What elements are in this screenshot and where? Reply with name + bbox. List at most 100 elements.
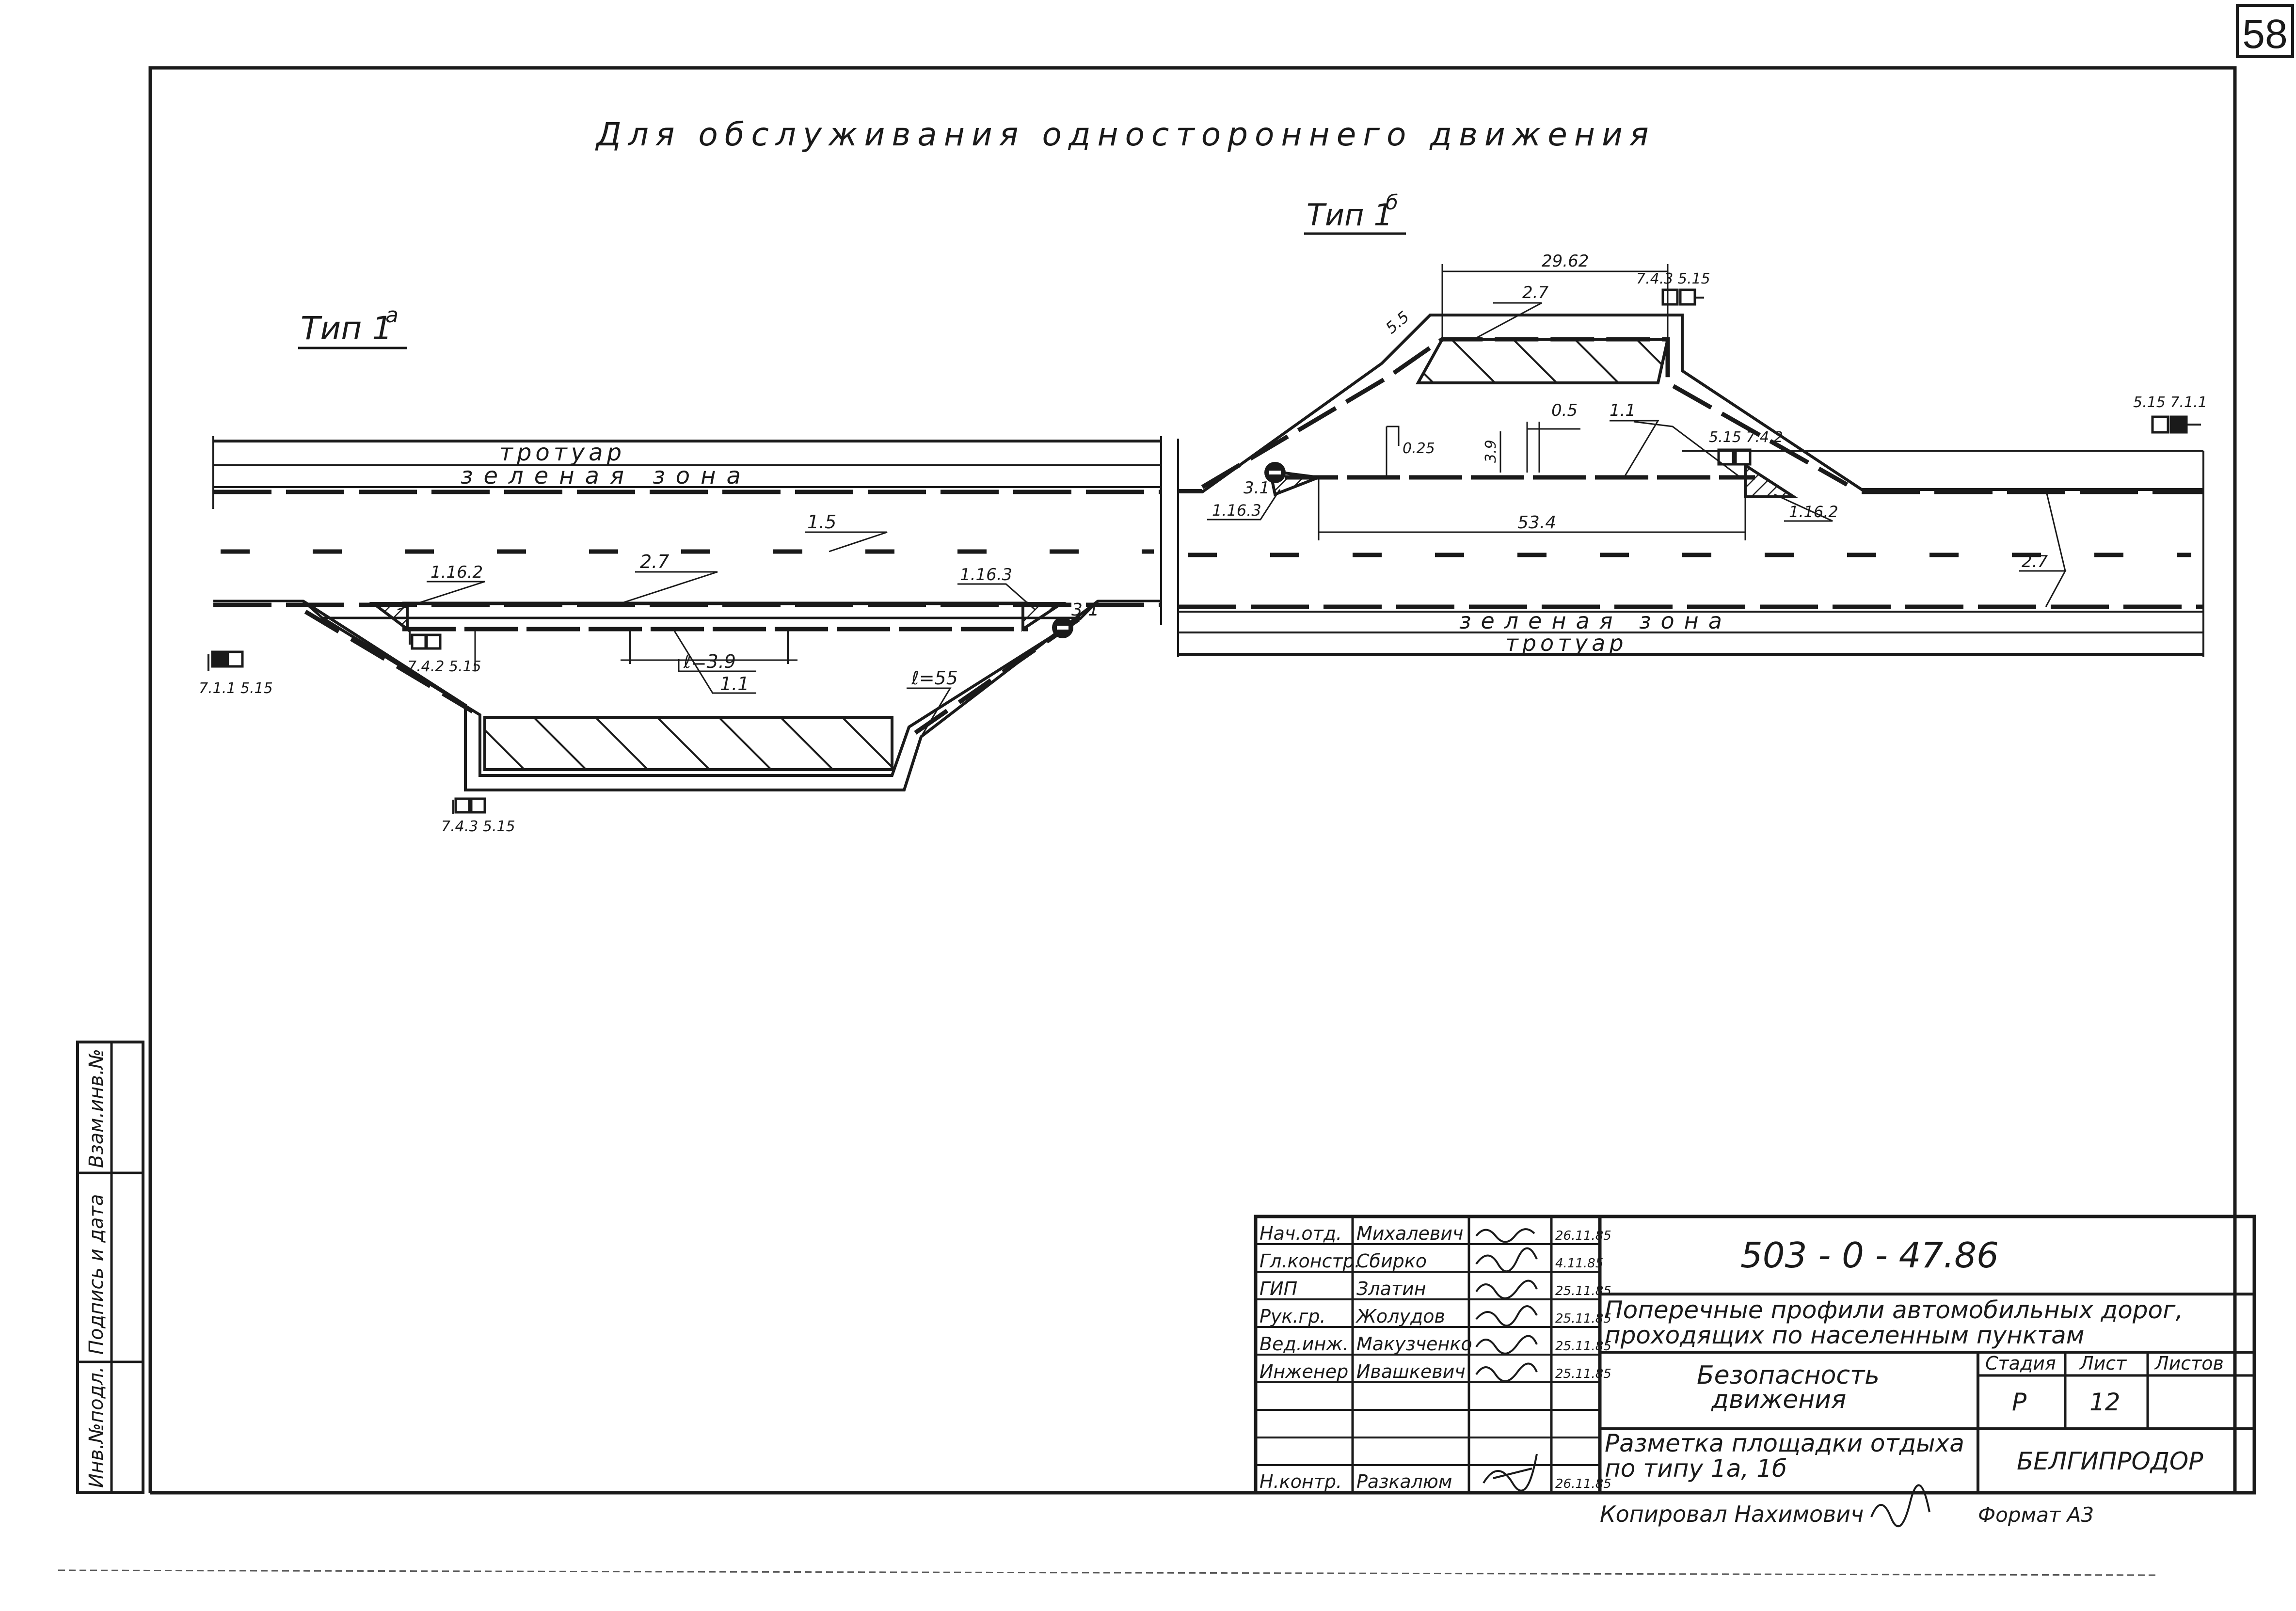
right-sign-3-1-label: 3.1: [1244, 478, 1270, 498]
right-label-1-16-2: 1.16.2: [1789, 503, 1838, 521]
left-sign-bottom-codes: 7.4.3 5.15: [441, 818, 515, 835]
stamp-inv: Инв.№подл.: [85, 1366, 108, 1488]
tb-section-line1: Безопасность: [1697, 1361, 1880, 1390]
tb-name-4: Макузченко: [1356, 1333, 1472, 1355]
sheet-number: 58: [2236, 4, 2294, 58]
right-plan: Тип 1 б зеленая зона тротуар 3.1: [1177, 190, 2207, 657]
left-island-1-16-2: [369, 602, 409, 632]
right-sidewalk-label: тротуар: [1505, 630, 1627, 656]
drawing-title: Для обслуживания одностороннего движения: [595, 116, 1656, 153]
right-label-1-16-3: 1.16.3: [1212, 501, 1261, 520]
tb-org: БЕЛГИПРОДОР: [2017, 1447, 2203, 1475]
left-sign-3-1-label: 3.1: [1071, 600, 1099, 620]
right-leader-2-7-a: [2045, 489, 2066, 571]
right-dim-39: 3.9: [1483, 440, 1499, 463]
right-type-superscript: б: [1386, 190, 1398, 214]
right-sign-right-codes: 5.15 7.1.1: [2133, 394, 2207, 411]
right-dim-05: 0.5: [1551, 401, 1578, 420]
left-sign-left-codes: 7.1.1 5.15: [199, 680, 273, 697]
stamp-sign-date: Подпись и дата: [85, 1194, 108, 1355]
left-type-label: Тип 1: [301, 310, 392, 347]
tb-name-2: Златин: [1356, 1278, 1426, 1299]
right-sign-group-right: 5.15 7.1.1: [2133, 394, 2207, 434]
left-type-superscript: а: [385, 303, 399, 328]
left-leader-l39: [678, 659, 756, 672]
left-label-l55: ℓ=55: [911, 667, 958, 689]
left-sidewalk-label: тротуар: [499, 439, 625, 466]
tb-date-3: 25.11.85: [1555, 1311, 1611, 1326]
left-label-1-5: 1.5: [807, 511, 836, 533]
right-island-1-16-2: [1744, 462, 1799, 498]
tb-date-5: 25.11.85: [1555, 1367, 1611, 1381]
left-leader-1-16-3: [957, 583, 1036, 611]
left-road-bottom-edge: [213, 600, 1161, 619]
left-leader-1-1: [673, 630, 756, 694]
left-plan: Тип 1 а тротуар зеленая зона 3.1: [199, 303, 1162, 835]
left-leader-l55: [907, 687, 952, 737]
tb-project-line1: Поперечные профили автомобильных дорог,: [1605, 1296, 2183, 1324]
tb-role-4: Вед.инж.: [1260, 1333, 1349, 1355]
tb-sheet-label: Лист: [2079, 1353, 2127, 1374]
tb-name-1: Сбирко: [1356, 1250, 1427, 1272]
right-sign-mid-codes: 5.15 7.4.2: [1709, 429, 1783, 446]
tb-role-0: Нач.отд.: [1260, 1223, 1342, 1244]
right-sign-top-codes: 7.4.3 5.15: [1636, 270, 1710, 287]
tb-date-4: 25.11.85: [1555, 1339, 1611, 1354]
right-leader-1-1: [1610, 420, 1659, 478]
side-stamp: Взам.инв.№ Подпись и дата Инв.№подл.: [76, 1041, 144, 1494]
right-dim-025: 0.25: [1403, 440, 1435, 457]
left-sign-group-top: 7.4.2 5.15: [407, 630, 481, 675]
tb-drawing-line1: Разметка площадки отдыха: [1605, 1429, 1964, 1457]
tb-stage-label: Стадия: [1985, 1353, 2056, 1374]
left-sign-3-1-bar: [1057, 626, 1068, 630]
left-sign-group-left: 7.1.1 5.15: [199, 650, 273, 697]
right-sign-3-1-bar: [1269, 471, 1281, 474]
tb-name-9: Разкалюм: [1356, 1471, 1452, 1492]
left-label-1-1: 1.1: [720, 673, 749, 695]
left-island-1-16-3: [1021, 602, 1067, 632]
right-dim-025-leader: [1387, 426, 1400, 446]
format-label: Формат А3: [1978, 1503, 2094, 1527]
tb-drawing-line2: по типу 1а, 1б: [1605, 1454, 1787, 1483]
right-leader-2-7-top: [1473, 302, 1542, 340]
right-dim-55: 5.5: [1382, 307, 1413, 337]
stamp-vzam: Взам.инв.№: [85, 1049, 108, 1168]
right-sign-group-top: 7.4.3 5.15: [1636, 270, 1710, 306]
tb-role-5: Инженер: [1260, 1361, 1348, 1382]
right-label-1-1: 1.1: [1610, 401, 1636, 420]
title-block: Нач.отд. Михалевич 26.11.85 Гл.констр. С…: [1254, 1215, 2256, 1495]
tb-role-1: Гл.констр.: [1260, 1250, 1360, 1272]
left-label-1-16-2: 1.16.2: [430, 563, 483, 582]
left-label-2-7: 2.7: [640, 551, 669, 572]
right-leader-2-7-bottom: [2019, 570, 2067, 607]
tb-date-1: 4.11.85: [1555, 1256, 1603, 1271]
tb-project-line2: проходящих по населенным пунктам: [1605, 1321, 2085, 1349]
right-label-2-7-top: 2.7: [1522, 283, 1548, 302]
right-leader-1-16-2: [1774, 493, 1833, 522]
tb-date-0: 26.11.85: [1555, 1229, 1611, 1243]
tb-name-0: Михалевич: [1356, 1223, 1463, 1244]
right-top-road-edge: [1178, 314, 2203, 493]
sheet-bottom-line: [58, 1569, 2158, 1576]
tb-name-3: Жолудов: [1355, 1306, 1445, 1327]
signatures: [1475, 1228, 1538, 1492]
left-sign-group-bottom: 7.4.3 5.15: [441, 797, 515, 835]
right-green-zone-label: зеленая зона: [1459, 608, 1732, 634]
left-label-l39: ℓ=3.9: [683, 651, 736, 672]
left-leader-1-16-2: [397, 581, 485, 611]
copied-by-signature: [1870, 1484, 1930, 1528]
tb-date-2: 25.11.85: [1555, 1284, 1611, 1298]
tb-section-line2: движения: [1711, 1385, 1846, 1414]
left-leader-2-7: [620, 571, 718, 604]
left-parking-hatch: [483, 716, 893, 771]
tb-role-2: ГИП: [1260, 1278, 1297, 1299]
left-label-1-16-3: 1.16.3: [960, 565, 1012, 584]
right-leader-1-16-3: [1207, 489, 1281, 521]
left-leader-1-5: [805, 531, 888, 553]
left-sign-top-codes: 7.4.2 5.15: [407, 658, 481, 675]
tb-sheets-label: Листов: [2154, 1353, 2224, 1374]
right-sign-group-mid: 5.15 7.4.2: [1709, 429, 1783, 466]
right-type-label: Тип 1: [1307, 197, 1393, 233]
tb-date-9: 26.11.85: [1555, 1477, 1611, 1491]
